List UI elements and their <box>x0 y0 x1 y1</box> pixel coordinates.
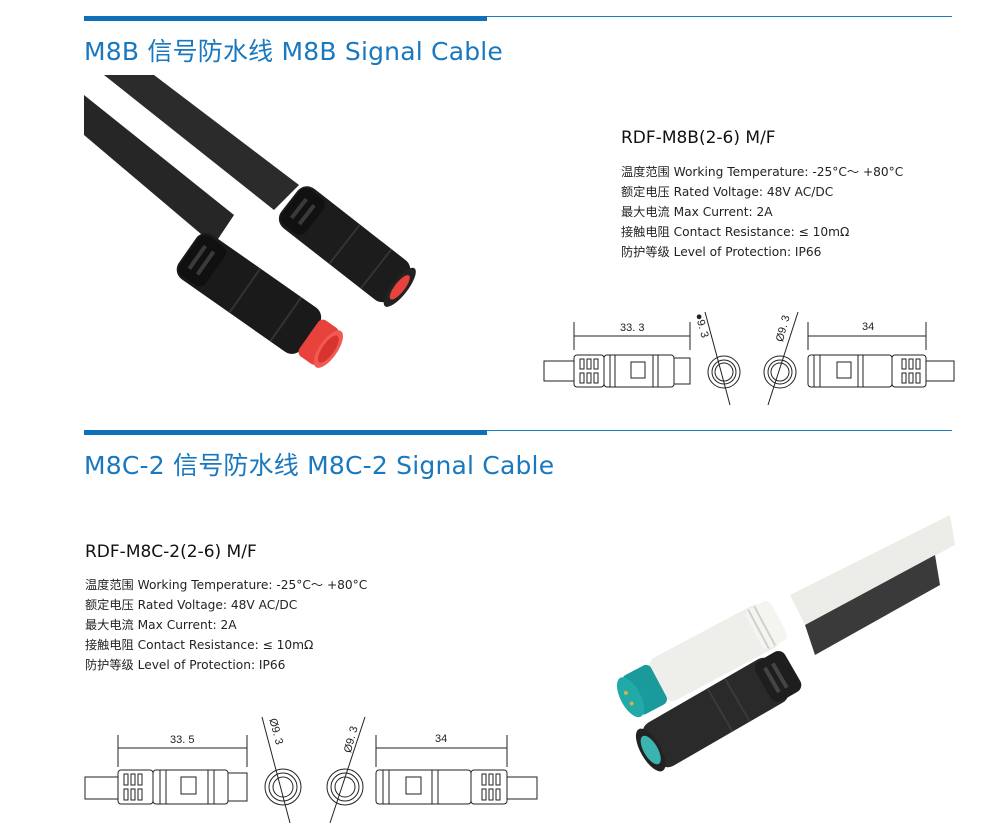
left-length-dimension: 33. 5 <box>170 734 195 746</box>
spec-protection-level: 防护等级 Level of Protection: IP66 <box>85 658 286 672</box>
left-length-dimension: 33. 3 <box>620 322 645 334</box>
technical-drawing-m8c-2: 33. 5 Ø9. 3 Ø9. 3 34 <box>80 705 550 830</box>
spec-protection-level: 防护等级 Level of Protection: IP66 <box>621 245 822 259</box>
technical-drawing-m8b: 33. 3 ●9. 3 Ø9. 3 34 <box>540 300 960 410</box>
spec-list: 温度范围 Working Temperature: -25°C～ +80°C 额… <box>621 162 903 262</box>
header-rule-thick <box>84 16 487 21</box>
header-rule-thin <box>84 430 952 431</box>
section-title: M8C-2 信号防水线 M8C-2 Signal Cable <box>84 451 555 480</box>
spec-working-temperature: 温度范围 Working Temperature: -25°C～ +80°C <box>621 165 904 179</box>
spec-max-current: 最大电流 Max Current: 2A <box>621 205 773 219</box>
right-length-dimension: 34 <box>435 733 448 745</box>
spec-rated-voltage: 额定电压 Rated Voltage: 48V AC/DC <box>85 598 298 612</box>
header-rule-thick <box>84 430 487 435</box>
model-number: RDF-M8B(2-6) M/F <box>621 128 776 148</box>
section-title: M8B 信号防水线 M8B Signal Cable <box>84 37 504 66</box>
model-number: RDF-M8C-2(2-6) M/F <box>85 542 257 562</box>
spec-working-temperature: 温度范围 Working Temperature: -25°C～ +80°C <box>85 578 368 592</box>
product-photo-m8b <box>84 75 504 415</box>
spec-rated-voltage: 额定电压 Rated Voltage: 48V AC/DC <box>621 185 834 199</box>
spec-list: 温度范围 Working Temperature: -25°C～ +80°C 额… <box>85 575 367 675</box>
product-photo-m8c-2 <box>590 505 960 830</box>
header-rule-thin <box>84 16 952 17</box>
spec-max-current: 最大电流 Max Current: 2A <box>85 618 237 632</box>
spec-contact-resistance: 接触电阻 Contact Resistance: ≤ 10mΩ <box>621 225 850 239</box>
right-length-dimension: 34 <box>862 321 875 333</box>
spec-contact-resistance: 接触电阻 Contact Resistance: ≤ 10mΩ <box>85 638 314 652</box>
